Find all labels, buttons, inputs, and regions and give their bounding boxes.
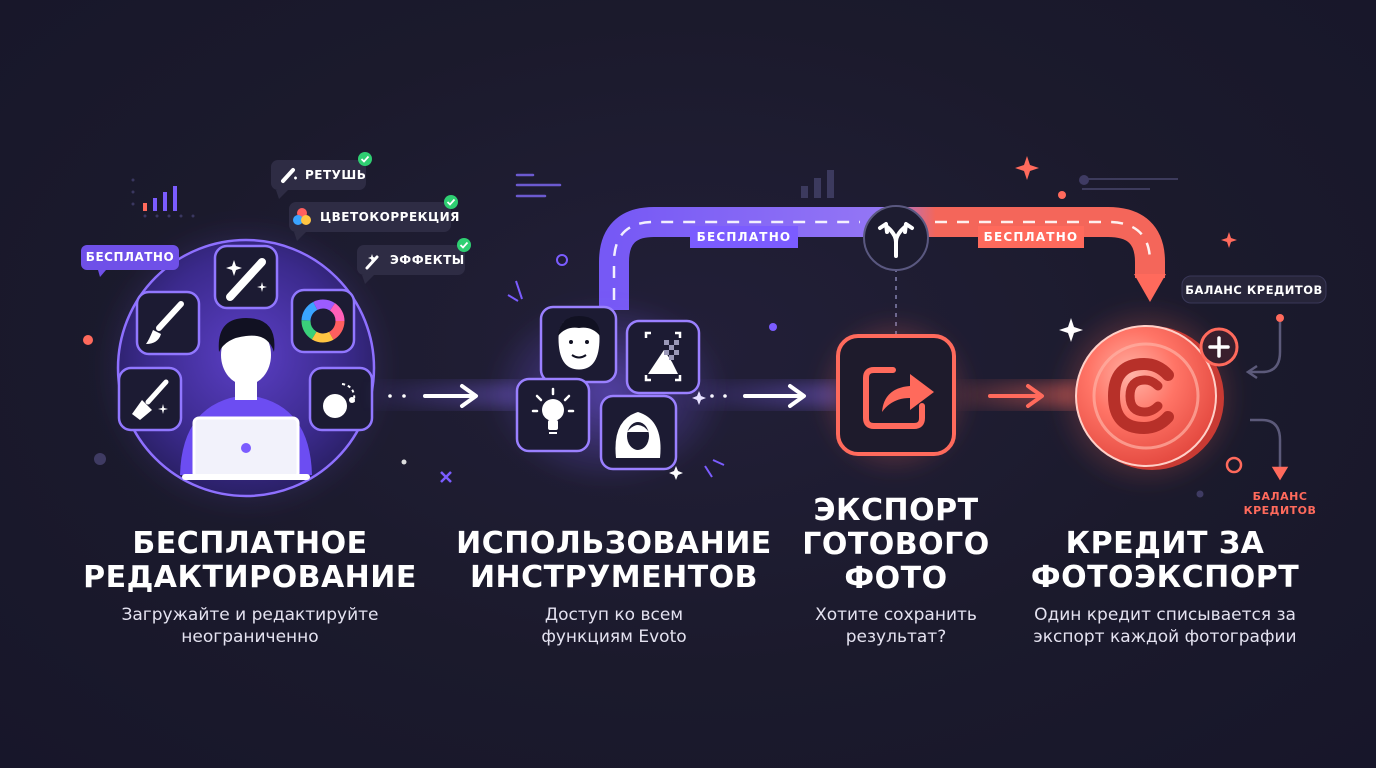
right-path-label: БЕСПЛАТНО — [983, 230, 1079, 244]
decor-lines-right — [1082, 178, 1178, 190]
color-correction-label: ЦВЕТОКОРРЕКЦИЯ — [320, 210, 460, 224]
export-share-icon — [863, 367, 934, 429]
step2-title-line1: ИСПОЛЬЗОВАНИЕ — [456, 526, 772, 561]
tile-woman-hair — [599, 394, 678, 471]
balance-label-line2: КРЕДИТОВ — [1243, 504, 1317, 517]
balance-pill-label: БАЛАНС КРЕДИТОВ — [1185, 283, 1323, 297]
effects-badge — [357, 238, 471, 284]
credit-coin-icon — [1075, 325, 1224, 470]
tile-lightbulb — [515, 377, 591, 453]
path-dashes-right — [935, 220, 1152, 263]
sparkle-brush-icon — [132, 379, 169, 420]
path-dashes-left — [612, 220, 860, 300]
wand-small-icon — [365, 254, 379, 270]
check-icon — [457, 238, 471, 252]
liquify-icon — [323, 383, 356, 418]
step4-title-line2: ФОТОЭКСПОРТ — [1030, 560, 1300, 595]
tile-liquify — [308, 366, 374, 432]
check-icon — [358, 152, 372, 166]
retouch-badge — [271, 152, 372, 199]
arrow-2 — [743, 384, 806, 408]
decor-mini-chart — [143, 186, 177, 211]
split-arrow-icon — [878, 222, 914, 258]
tile-face — [539, 305, 618, 384]
free-badge — [81, 245, 179, 277]
step3-desc-line2: результат? — [845, 627, 947, 647]
left-path-label: БЕСПЛАТНО — [696, 230, 792, 244]
tile-color-wheel — [290, 288, 356, 354]
step2-desc-line1: Доступ ко всем — [544, 605, 684, 625]
lightbulb-icon — [531, 387, 575, 434]
right-path-label-bg — [978, 226, 1084, 248]
step1-desc-line1: Загружайте и редактируйте — [121, 605, 379, 625]
balance-label-line1: БАЛАНС — [1252, 490, 1308, 503]
step3-title-line1: ЭКСПОРТ — [813, 493, 979, 528]
person-laptop-icon — [180, 318, 312, 480]
left-path-label-bg — [690, 226, 798, 248]
plus-icon — [1199, 327, 1239, 367]
step4-desc-line2: экспорт каждой фотографии — [1033, 627, 1297, 647]
balance-connectors — [1245, 314, 1289, 481]
paintbrush-icon — [146, 301, 184, 344]
step4-title-line1: КРЕДИТ ЗА — [1065, 526, 1265, 561]
step1-title-line1: БЕСПЛАТНОЕ — [132, 526, 368, 561]
retouch-label: РЕТУШЬ — [305, 168, 367, 182]
color-dots-icon — [293, 208, 311, 225]
tile-magic-wand — [213, 244, 279, 310]
step4-desc-line1: Один кредит списывается за — [1034, 605, 1296, 625]
free-path-arrowhead — [1134, 274, 1166, 302]
pencil-icon — [281, 168, 297, 183]
step1-desc-line2: неограниченно — [181, 627, 319, 647]
effects-label: ЭФФЕКТЫ — [390, 253, 465, 267]
tile-export — [836, 334, 956, 456]
tile-sparkle-brush — [117, 366, 183, 432]
decor-x-mark — [440, 471, 452, 483]
decor-specks — [83, 175, 1243, 498]
magic-wand-icon — [226, 258, 267, 301]
tile-paintbrush — [135, 290, 201, 356]
arrow-3 — [988, 384, 1044, 408]
step2-desc-line2: функциям Evoto — [541, 627, 687, 647]
free-badge-label: БЕСПЛАТНО — [85, 250, 175, 264]
decor-dots — [131, 178, 195, 218]
background-remove-icon — [644, 331, 682, 382]
tile-background-remove — [625, 319, 701, 395]
decor-lines — [515, 173, 562, 198]
step3-desc-line1: Хотите сохранить — [815, 605, 977, 625]
color-correction-badge — [289, 195, 458, 241]
step1-title-line2: РЕДАКТИРОВАНИЕ — [83, 560, 417, 595]
balance-pill-bg — [1181, 275, 1327, 304]
step3-title-line2: ГОТОВОГО — [802, 527, 990, 562]
step3-title-line3: ФОТО — [844, 561, 948, 596]
step2-title-line2: ИНСТРУМЕНТОВ — [469, 560, 759, 595]
woman-hair-icon — [615, 412, 661, 458]
color-wheel-icon — [301, 299, 345, 343]
check-icon — [444, 195, 458, 209]
arrow-1 — [423, 384, 478, 408]
decor-bars — [801, 170, 834, 198]
face-icon — [558, 316, 600, 370]
